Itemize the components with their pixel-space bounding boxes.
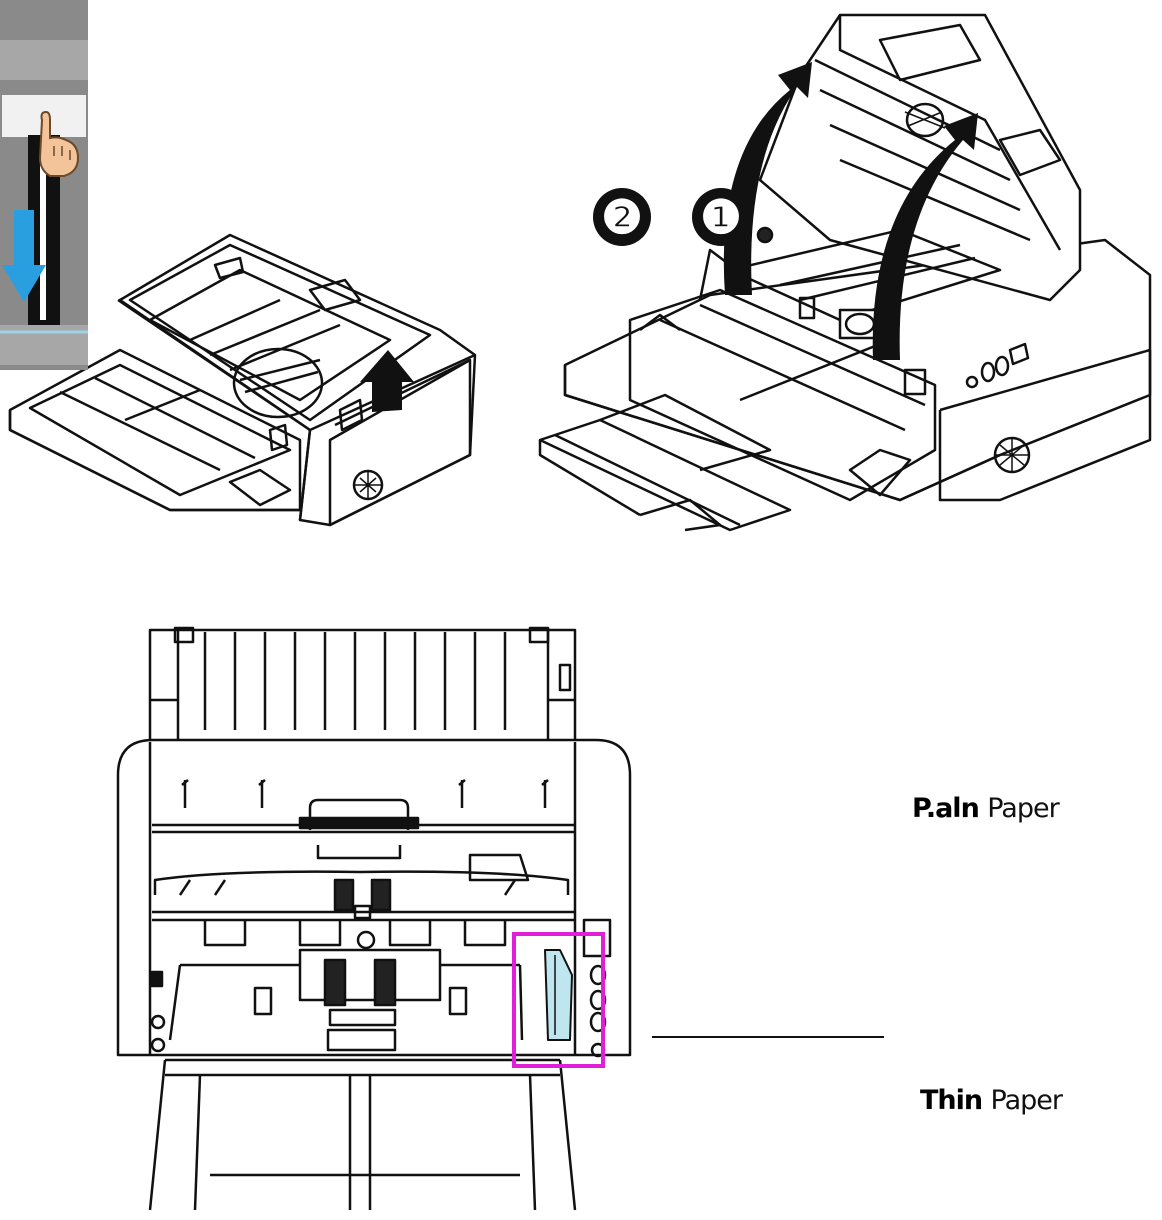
lever-highlight-box [512,932,605,1068]
step-badge-2: ❷ [593,188,651,246]
step-badge-1: ❶ [692,188,750,246]
curved-arrow-icon [872,113,978,360]
hand-pointer-icon [38,110,80,177]
thin-paper-label: Thin Paper [920,1085,1063,1116]
up-arrow-icon [360,350,414,412]
scanner-open [538,13,1152,532]
down-arrow-icon [2,210,46,302]
scanner-front-view [116,626,632,1211]
plain-paper-label: P.aln Paper [912,793,1060,824]
lever-detail-panel [0,0,88,370]
curved-arrow-icon [723,62,812,295]
scanner-closed [8,233,477,527]
